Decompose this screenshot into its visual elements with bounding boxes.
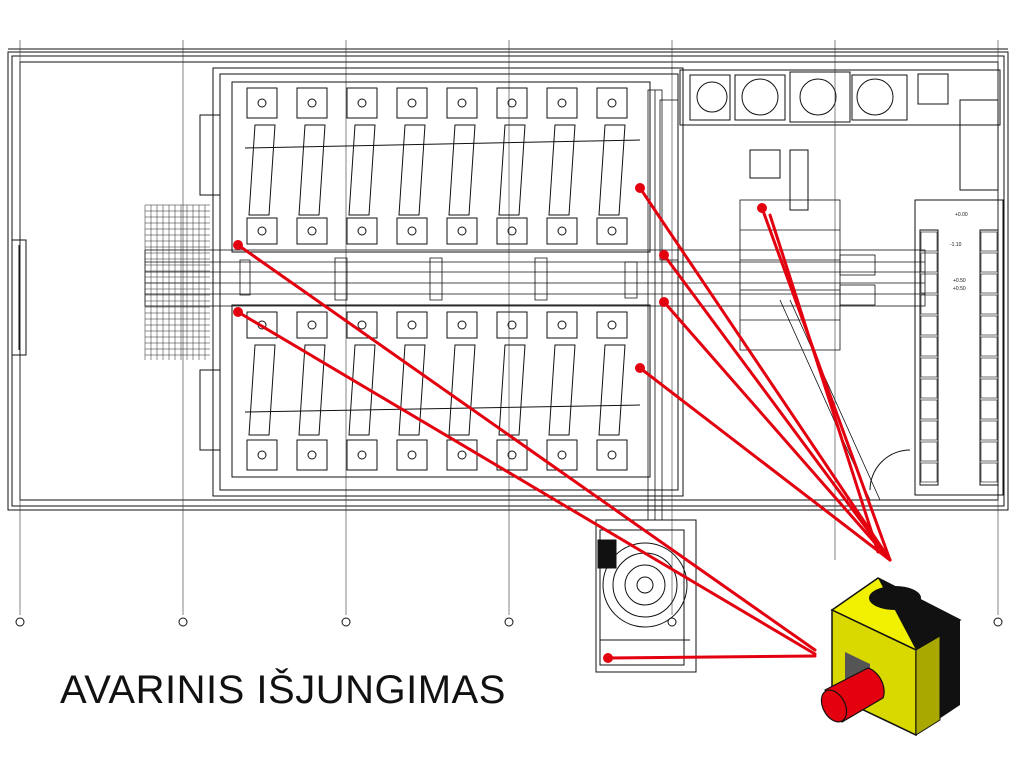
- stop-point-marker: [603, 653, 613, 663]
- slide-caption: AVARINIS IŠJUNGIMAS: [60, 668, 506, 712]
- stop-point-marker: [659, 250, 669, 260]
- spiral-unit: [595, 519, 697, 673]
- stop-point-marker: [635, 183, 645, 193]
- press-unit: [546, 311, 578, 471]
- grid-marker: [178, 617, 188, 627]
- locker-room: [869, 199, 1004, 496]
- emergency-stop-button-icon: [820, 577, 962, 737]
- press-unit: [546, 87, 578, 245]
- upper-right-machinery: [679, 69, 1001, 211]
- link-line: [768, 213, 880, 554]
- press-unit: [296, 311, 328, 471]
- grid-markers: [15, 617, 1003, 627]
- grid-marker: [341, 617, 351, 627]
- press-unit: [246, 87, 278, 245]
- level-label: -1.10: [950, 242, 962, 248]
- locker-cells: [920, 231, 998, 483]
- upper-press-row: [244, 87, 641, 245]
- level-label: +0.50: [953, 286, 966, 292]
- right-conveyors: [739, 199, 881, 501]
- press-unit: [396, 87, 428, 245]
- stop-point-marker: [757, 203, 767, 213]
- press-unit: [496, 87, 528, 245]
- stop-point-marker: [659, 297, 669, 307]
- grid-marker: [993, 617, 1003, 627]
- stop-point-marker: [635, 363, 645, 373]
- level-label: +0.00: [955, 212, 968, 218]
- press-unit: [346, 311, 378, 471]
- dimension-labels: +0.00 -1.10 +0.50 +0.50: [950, 212, 968, 292]
- shaft-line: [244, 404, 641, 413]
- link-line: [638, 366, 892, 562]
- press-unit: [296, 87, 328, 245]
- grid-marker: [504, 617, 514, 627]
- link-line: [638, 186, 892, 562]
- press-unit: [246, 311, 278, 471]
- link-line: [236, 243, 817, 652]
- press-unit: [446, 87, 478, 245]
- central-conveyor: [144, 249, 926, 307]
- link-line: [662, 300, 892, 562]
- grid-marker: [15, 617, 25, 627]
- left-hatched-area: [144, 204, 210, 360]
- press-unit: [596, 311, 628, 471]
- left-window: [11, 239, 27, 356]
- press-unit: [346, 87, 378, 245]
- link-line: [606, 654, 817, 660]
- stop-point-marker: [233, 307, 243, 317]
- stop-point-marker: [233, 240, 243, 250]
- level-label: +0.50: [953, 278, 966, 284]
- link-line: [662, 253, 892, 562]
- press-unit: [496, 311, 528, 471]
- link-line: [760, 206, 892, 562]
- lower-press-row: [244, 311, 641, 471]
- emergency-stop-links: [236, 186, 892, 660]
- shaft-line: [244, 139, 641, 149]
- press-unit: [396, 311, 428, 471]
- stop-point-markers: [233, 183, 767, 663]
- link-line: [236, 310, 817, 656]
- press-unit: [596, 87, 628, 245]
- grid-marker: [667, 617, 677, 627]
